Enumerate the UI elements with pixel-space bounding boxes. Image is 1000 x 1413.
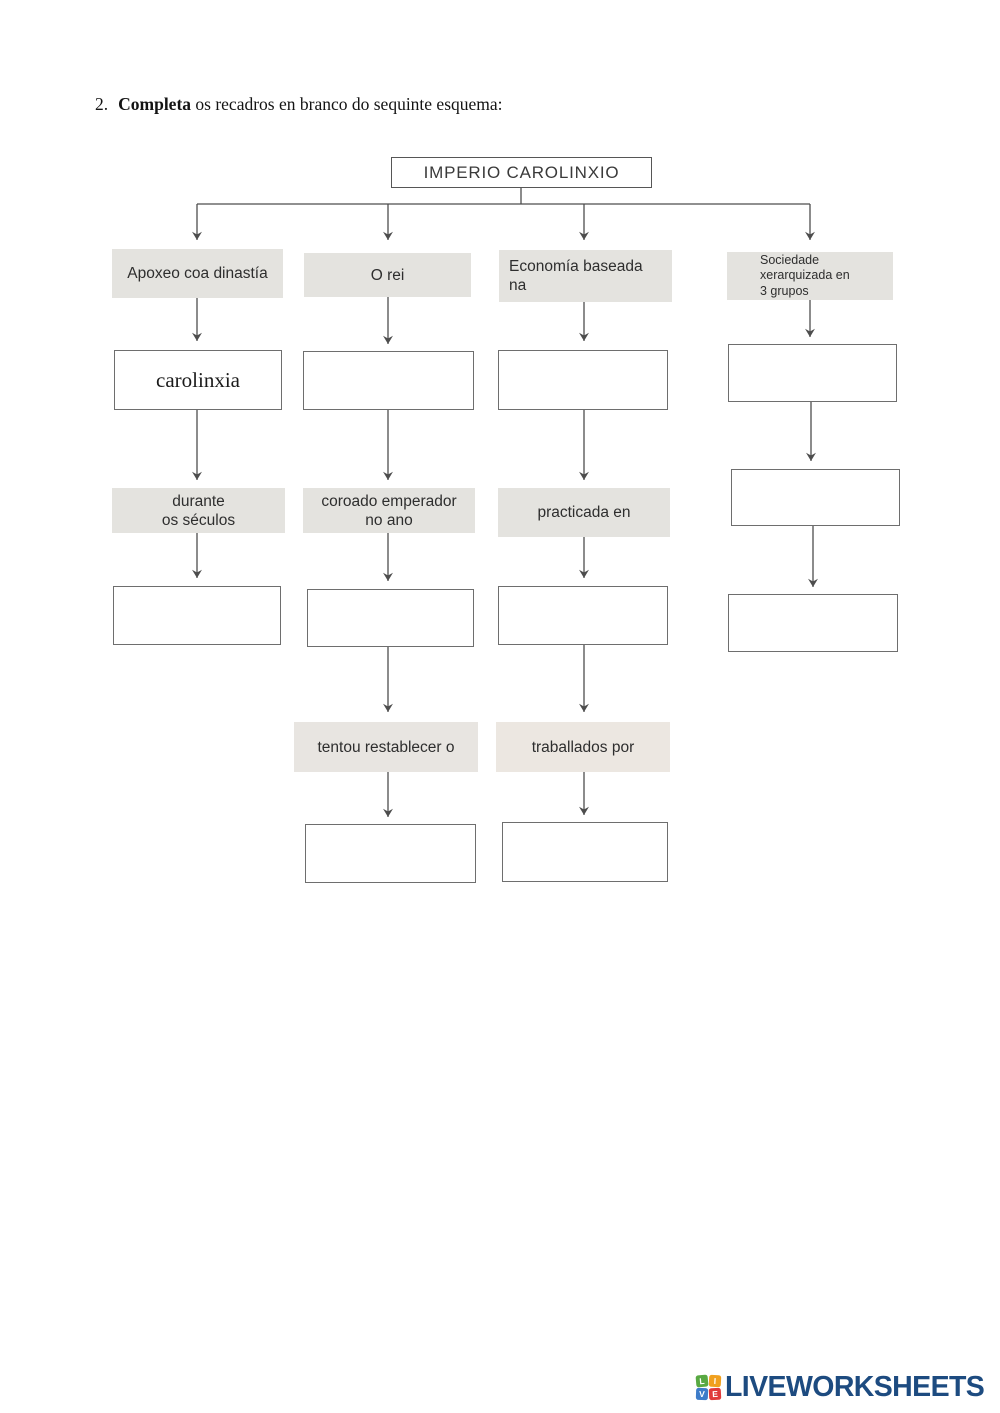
answer-box-col2-row3[interactable] — [305, 824, 476, 883]
root-node: IMPERIO CAROLINXIO — [391, 157, 652, 188]
label-apoxeo-dinastia: Apoxeo coa dinastía — [112, 249, 283, 298]
label-traballados-por: traballados por — [496, 722, 670, 772]
answer-box-col4-row3[interactable] — [728, 594, 898, 652]
label-tentou-restablecer: tentou restablecer o — [294, 722, 478, 772]
liveworksheets-logo[interactable]: L I V E LIVEWORKSHEETS — [695, 1371, 985, 1403]
answer-box-col3-row1[interactable] — [498, 350, 668, 410]
logo-square-l: L — [695, 1374, 709, 1388]
question-number: 2. — [95, 94, 109, 114]
label-economia-baseada: Economía baseada na — [499, 250, 672, 302]
answer-text-carolinxia: carolinxia — [156, 367, 240, 392]
logo-square-i: I — [708, 1374, 722, 1388]
answer-box-col4-row1[interactable] — [728, 344, 897, 402]
question-text: os recadros en branco do sequinte esquem… — [191, 94, 503, 114]
logo-square-e: E — [708, 1387, 722, 1401]
liveworksheets-icon: L I V E — [695, 1374, 722, 1401]
question: 2. Completa os recadros en branco do sequ… — [95, 94, 503, 115]
answer-box-col1-row1[interactable]: carolinxia — [114, 350, 282, 410]
label-durante-seculos: durante os séculos — [112, 488, 285, 533]
label-o-rei: O rei — [304, 253, 471, 297]
label-practicada-en: practicada en — [498, 488, 670, 537]
answer-box-col1-row2[interactable] — [113, 586, 281, 645]
flowchart-connectors — [192, 188, 818, 817]
answer-box-col3-row2[interactable] — [498, 586, 668, 645]
answer-box-col4-row2[interactable] — [731, 469, 900, 526]
question-verb: Completa — [118, 94, 192, 114]
label-coroado-emperador: coroado emperador no ano — [303, 488, 475, 533]
answer-box-col3-row3[interactable] — [502, 822, 668, 882]
brand-text: LIVEWORKSHEETS — [725, 1371, 985, 1403]
logo-square-v: V — [695, 1387, 709, 1400]
label-sociedade-xerarquizada: Sociedade xerarquizada en 3 grupos — [727, 252, 893, 300]
answer-box-col2-row1[interactable] — [303, 351, 474, 410]
answer-box-col2-row2[interactable] — [307, 589, 474, 647]
